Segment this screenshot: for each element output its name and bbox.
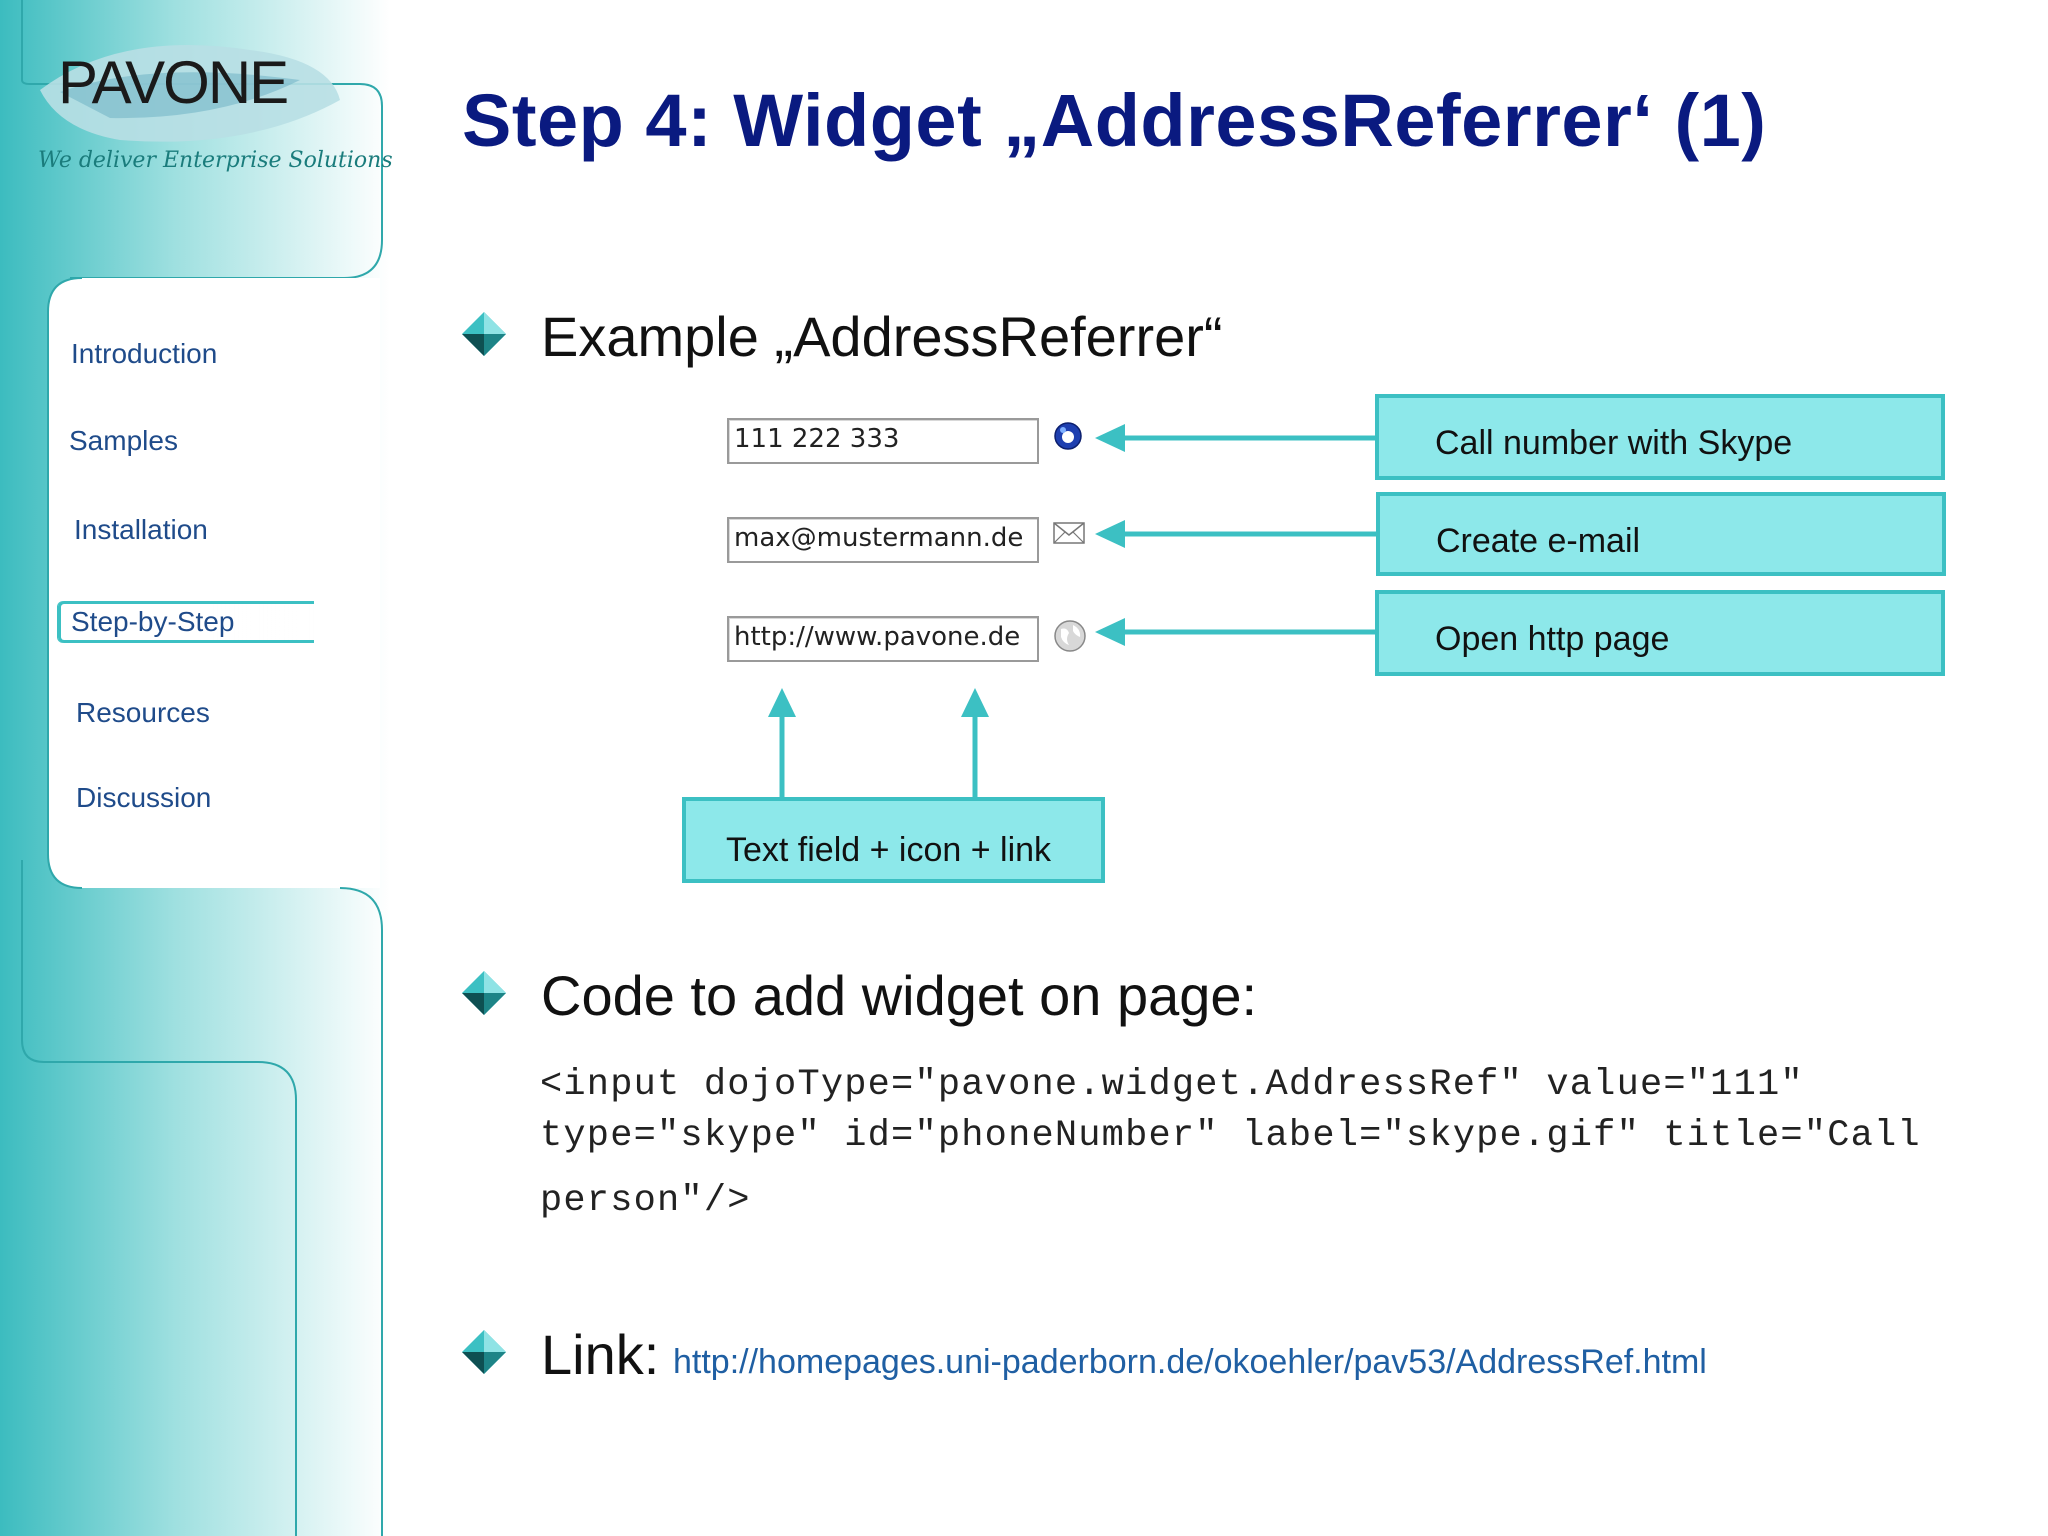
callout-skype: Call number with Skype xyxy=(1375,394,1945,480)
callout-textfield: Text field + icon + link xyxy=(682,797,1105,883)
callout-email: Create e-mail xyxy=(1376,492,1946,576)
email-field[interactable]: max@mustermann.de xyxy=(727,517,1039,563)
code-line-3: person"/> xyxy=(540,1180,751,1222)
envelope-icon[interactable] xyxy=(1053,521,1085,545)
globe-icon[interactable] xyxy=(1053,619,1087,653)
logo-tagline: We deliver Enterprise Solutions xyxy=(38,148,393,173)
diamond-bullet-icon xyxy=(462,971,506,1015)
sidebar-item-resources[interactable]: Resources xyxy=(76,697,210,728)
url-field[interactable]: http://www.pavone.de xyxy=(727,616,1039,662)
diamond-bullet-icon xyxy=(462,1330,506,1374)
pavone-logo: PAVONE xyxy=(58,49,289,116)
code-line-1: <input dojoType="pavone.widget.AddressRe… xyxy=(540,1064,1804,1106)
slide-title: Step 4: Widget „AddressReferrer‘ (1) xyxy=(462,79,1767,162)
code-heading: Code to add widget on page: xyxy=(541,964,1258,1027)
callout-http: Open http page xyxy=(1375,590,1945,676)
skype-icon[interactable] xyxy=(1053,421,1083,451)
link-label: Link: xyxy=(541,1323,660,1386)
sidebar-item-discussion[interactable]: Discussion xyxy=(76,782,212,813)
phone-field[interactable]: 111 222 333 xyxy=(727,418,1039,464)
sidebar-item-step-by-step[interactable]: Step-by-Step xyxy=(58,601,315,643)
code-line-2: type="skype" id="phoneNumber" label="sky… xyxy=(540,1115,1921,1157)
addressref-link[interactable]: http://homepages.uni-paderborn.de/okoehl… xyxy=(673,1343,1707,1381)
sidebar-item-installation[interactable]: Installation xyxy=(74,514,208,545)
example-heading: Example „AddressReferrer“ xyxy=(541,305,1223,368)
diamond-bullet-icon xyxy=(462,312,506,356)
sidebar-item-introduction[interactable]: Introduction xyxy=(71,338,218,369)
sidebar-item-samples[interactable]: Samples xyxy=(69,425,178,456)
sidebar-background xyxy=(0,0,390,1536)
